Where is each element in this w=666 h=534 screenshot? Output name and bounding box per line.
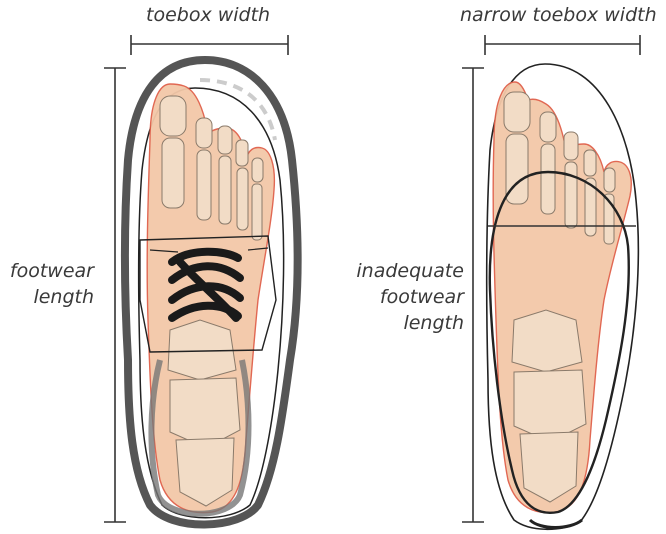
inadequate-shoe xyxy=(487,64,639,529)
inadequate-length-bracket xyxy=(462,68,484,522)
narrow-toebox-width-bracket xyxy=(485,35,640,55)
midfoot-bones-right xyxy=(512,310,586,502)
toebox-width-bracket xyxy=(131,35,288,55)
proper-shoe xyxy=(125,60,298,525)
midfoot-bones-left xyxy=(168,320,240,506)
